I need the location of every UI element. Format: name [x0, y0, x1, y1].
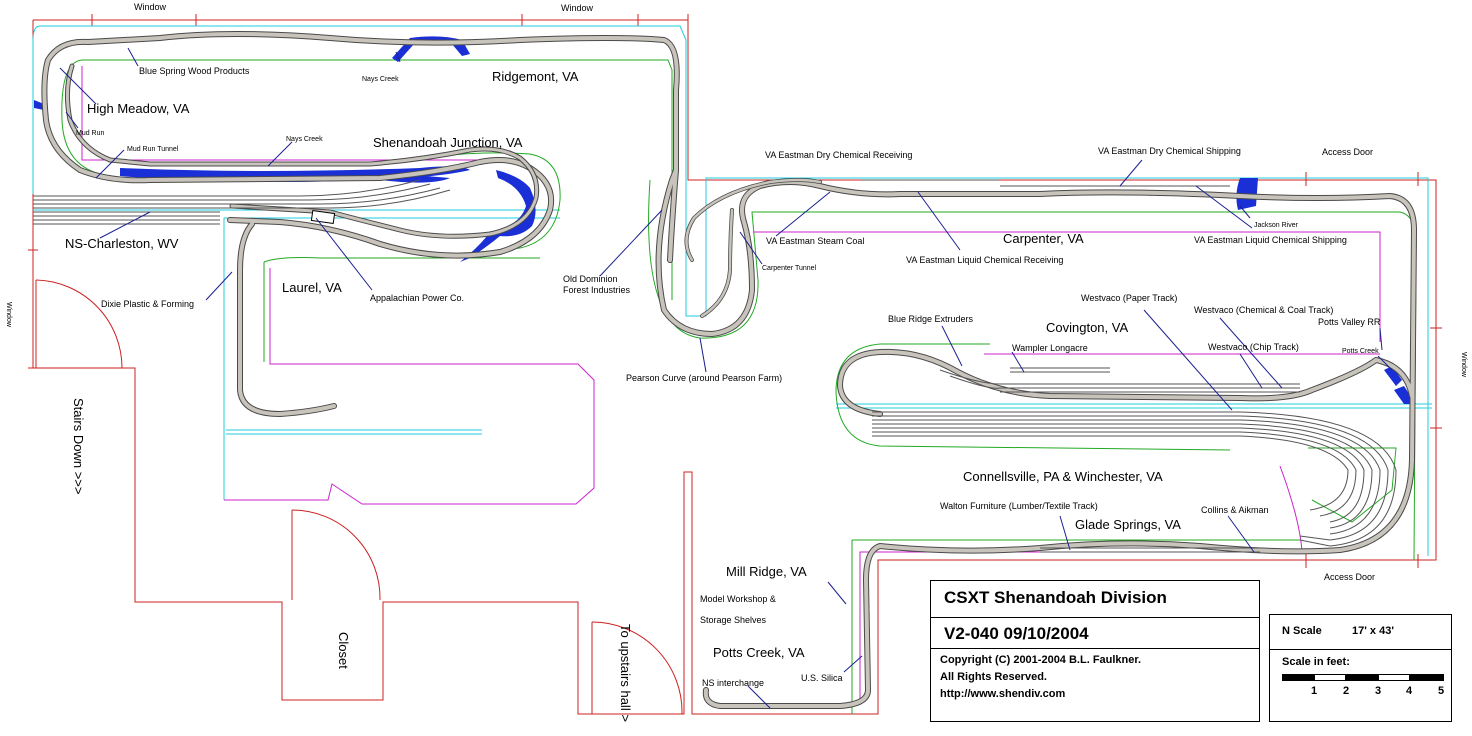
glade-springs-label: Glade Springs, VA	[1075, 517, 1181, 532]
scale-segment-4	[1378, 674, 1410, 681]
dixie-plastic-label: Dixie Plastic & Forming	[101, 299, 194, 309]
stairs-down-label: Stairs Down >>>	[71, 398, 86, 494]
blue-spring-label: Blue Spring Wood Products	[139, 66, 250, 76]
scale-tick-1: 1	[1311, 685, 1318, 697]
carpenter-label: Carpenter, VA	[1003, 231, 1084, 246]
westvaco-chem-label: Westvaco (Chemical & Coal Track)	[1194, 305, 1333, 315]
scale-in-feet-label: Scale in feet:	[1282, 656, 1350, 668]
jackson-river-label: Jackson River	[1254, 222, 1299, 229]
scale-segment-5	[1410, 674, 1444, 681]
va-dry-shipping-label: VA Eastman Dry Chemical Shipping	[1098, 146, 1241, 156]
nays-creek-mid-label: Nays Creek	[286, 136, 323, 143]
westvaco-chip-label: Westvaco (Chip Track)	[1208, 342, 1299, 352]
va-liquid-receiving-label: VA Eastman Liquid Chemical Receiving	[906, 255, 1063, 265]
window-label-right: Window	[1460, 352, 1467, 378]
nays-creek-top-label: Nays Creek	[362, 76, 399, 83]
scale-segment-2	[1314, 674, 1346, 681]
closet-label: Closet	[336, 632, 351, 669]
old-dominion-label-2: Forest Industries	[563, 285, 631, 295]
laurel-label: Laurel, VA	[282, 280, 342, 295]
mud-run-tunnel-label: Mud Run Tunnel	[127, 146, 179, 153]
scale-tick-3: 3	[1375, 685, 1382, 697]
appalachian-power-label: Appalachian Power Co.	[370, 293, 464, 303]
scale-header-row	[1269, 614, 1452, 650]
shenandoah-junction-label: Shenandoah Junction, VA	[373, 135, 523, 150]
scale-tick-4: 4	[1406, 685, 1413, 697]
wampler-label: Wampler Longacre	[1012, 343, 1088, 353]
high-meadow-label: High Meadow, VA	[87, 101, 190, 116]
covington-label: Covington, VA	[1046, 320, 1128, 335]
scale-segment-1	[1282, 674, 1314, 681]
website-text: http://www.shendiv.com	[940, 688, 1066, 700]
carpenter-tunnel-label: Carpenter Tunnel	[762, 265, 817, 272]
va-steam-coal-label: VA Eastman Steam Coal	[766, 236, 864, 246]
access-door-label-bottom: Access Door	[1324, 572, 1375, 582]
scale-label: N Scale	[1282, 625, 1322, 637]
leader-lines	[59, 47, 1393, 709]
collins-label: Collins & Aikman	[1201, 505, 1269, 515]
connellsville-label: Connellsville, PA & Winchester, VA	[963, 469, 1163, 484]
mainline-track	[41, 31, 1417, 709]
potts-creek-small-label: Potts Creek	[1342, 348, 1379, 355]
window-label-top-right: Window	[561, 3, 594, 13]
blue-ridge-label: Blue Ridge Extruders	[888, 314, 974, 324]
ns-interchange-label: NS interchange	[702, 678, 764, 688]
window-label-top-left: Window	[134, 2, 167, 12]
scale-tick-5: 5	[1438, 685, 1445, 697]
layout-dimensions: 17' x 43'	[1352, 625, 1394, 637]
title-row	[930, 580, 1260, 618]
copyright-text: Copyright (C) 2001-2004 B.L. Faulkner.	[940, 654, 1142, 666]
mud-run-label: Mud Run	[76, 130, 105, 137]
benchwork-edges	[32, 25, 1432, 556]
westvaco-paper-label: Westvaco (Paper Track)	[1081, 293, 1177, 303]
potts-valley-label: Potts Valley RR	[1318, 317, 1381, 327]
mill-ridge-label: Mill Ridge, VA	[726, 564, 807, 579]
ns-charleston-label: NS-Charleston, WV	[65, 236, 179, 251]
ridgemont-label: Ridgemont, VA	[492, 69, 579, 84]
layout-title: CSXT Shenandoah Division	[944, 588, 1167, 607]
upstairs-hall-label: To upstairs hall >	[618, 624, 633, 722]
pearson-curve-label: Pearson Curve (around Pearson Farm)	[626, 373, 782, 383]
old-dominion-label-1: Old Dominion	[563, 274, 618, 284]
va-liquid-shipping-label: VA Eastman Liquid Chemical Shipping	[1194, 235, 1347, 245]
access-door-label-top: Access Door	[1322, 147, 1373, 157]
scale-tick-2: 2	[1343, 685, 1350, 697]
scale-segment-3	[1346, 674, 1378, 681]
yards	[33, 179, 1397, 553]
potts-creek-label: Potts Creek, VA	[713, 645, 805, 660]
window-label-left: Window	[5, 302, 12, 328]
workshop-label-1: Model Workshop &	[700, 594, 776, 604]
layout-version: V2-040 09/10/2004	[944, 624, 1089, 643]
rights-text: All Rights Reserved.	[940, 671, 1047, 683]
us-silica-label: U.S. Silica	[801, 673, 843, 683]
va-dry-receiving-label: VA Eastman Dry Chemical Receiving	[765, 150, 912, 160]
version-row	[930, 617, 1260, 649]
workshop-label-2: Storage Shelves	[700, 615, 767, 625]
room-walls	[28, 14, 1442, 715]
diagram-labels: Window Window Window Window Access Door …	[5, 2, 1467, 722]
walton-label: Walton Furniture (Lumber/Textile Track)	[940, 501, 1098, 511]
